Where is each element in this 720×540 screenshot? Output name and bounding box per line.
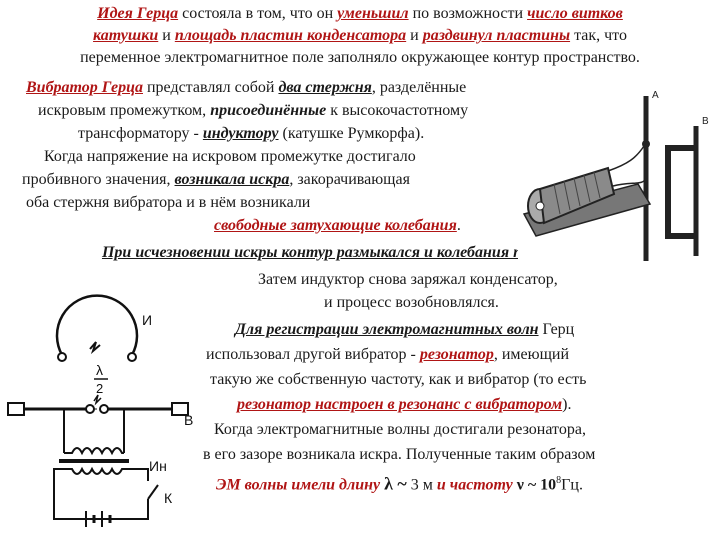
label-lambda: λ (96, 362, 103, 378)
vibrator-spark: возникала искра (174, 171, 290, 188)
vibrator-text: . (456, 217, 461, 234)
length-value: 3 м (406, 476, 437, 494)
core (59, 459, 129, 463)
resonator-line-5: Когда электромагнитные волны достигали р… (214, 421, 586, 438)
vibrator-text: , разделённые (371, 79, 467, 96)
lambda-approx: λ ~ (384, 473, 407, 494)
vibrator-line-2: искровым промежутком, присоединённые к в… (38, 101, 468, 121)
vibrator-line-1: Вибратор Герца представлял собой два сте… (26, 78, 466, 98)
resonator-line-4: резонатор настроен в резонанс с вибратор… (237, 395, 571, 415)
vibrator-text: (катушке Румкорфа). (278, 125, 425, 142)
em-freq-text: и частоту (436, 476, 513, 494)
photo-label-a: А (652, 90, 659, 101)
label-in: Ин (149, 458, 167, 474)
vibrator-text: искровым промежутком, (38, 102, 211, 119)
em-length-text: волны имели длину (240, 476, 385, 494)
resonator-text: , имеющий (493, 346, 570, 363)
break-line: При исчезновении искры контур размыкался… (0, 243, 720, 263)
vibrator-line-7: свободные затухающие колебания. (214, 216, 461, 236)
resonator-line-6: в его зазоре возникала искра. Полученные… (203, 446, 596, 463)
intro-line-2: катушки и площадь пластин конденсатора и… (0, 26, 720, 46)
intro-text: по возможности (408, 5, 528, 22)
freq-unit: Гц. (561, 476, 583, 494)
nu-approx: ν ~ 10 (512, 476, 557, 494)
vibrator-line-3: трансформатору - индуктору (катушке Румк… (78, 124, 424, 144)
intro-text: так, что (570, 27, 627, 44)
resonator-line-7: ЭМ волны имели длину λ ~ 3 м и частоту ν… (216, 471, 583, 495)
resonator-word: резонатор (419, 346, 494, 363)
intro-line-1: Идея Герца состояла в том, что он уменьш… (0, 4, 720, 24)
intro-plates-apart: раздвинул пластины (422, 27, 571, 44)
intro-hertz-idea: Идея Герца (97, 5, 179, 22)
resonator-line-1: Для регистрации электромагнитных волн Ге… (235, 320, 574, 340)
intro-turns: число витков (527, 5, 623, 22)
vibrator-attached: присоединённые (210, 102, 327, 119)
resonator-register: Для регистрации электромагнитных волн (235, 321, 539, 338)
resonator-line-2: использовал другой вибратор - резонатор,… (206, 345, 569, 365)
cont-line-1: Затем индуктор снова заряжал конденсатор… (258, 271, 558, 288)
resonator-text: использовал другой вибратор - (206, 346, 420, 363)
cont-line-2: и процесс возобновлялся. (324, 294, 499, 311)
vibrator-title: Вибратор Герца (26, 79, 143, 96)
intro-line-3: переменное электромагнитное поле заполня… (80, 49, 640, 66)
intro-coil: катушки (93, 27, 159, 44)
vibrator-line-6: оба стержня вибратора и в нём возникали (26, 194, 311, 211)
vibrator-line-4: Когда напряжение на искровом промежутке … (44, 148, 416, 165)
spark-icon (89, 341, 101, 355)
resonator-text: Герц (538, 321, 575, 338)
label-two: 2 (96, 381, 103, 396)
resonator-tuned: резонатор настроен в резонанс с вибратор… (237, 396, 563, 413)
vibrator-line-5: пробивного значения, возникала искра, за… (22, 170, 410, 190)
resonator-text: ). (562, 396, 572, 413)
vibrator-text: пробивного значения, (22, 171, 175, 188)
vibrator-text: представлял собой (142, 79, 279, 96)
vibrator-text: к высокочастотному (326, 102, 469, 119)
resonator-line-3: такую же собственную частоту, как и вибр… (210, 371, 587, 388)
intro-text: и (406, 27, 423, 44)
intro-reduced: уменьшил (337, 5, 409, 22)
vibrator-text: трансформатору - (78, 125, 203, 142)
resonator-ring (55, 294, 139, 356)
coil-body (538, 166, 616, 225)
key-switch (147, 484, 159, 500)
break-text: При исчезновении искры контур размыкался… (101, 244, 619, 261)
label-k: К (164, 490, 173, 506)
em-abbrev: ЭМ (216, 476, 241, 494)
hertz-apparatus-photo: А В (518, 86, 713, 266)
photo-label-b: В (702, 116, 709, 127)
intro-text: и (158, 27, 175, 44)
secondary-coil (64, 447, 124, 456)
vibrator-inductor: индуктору (202, 125, 279, 142)
intro-text: состояла в том, что он (178, 5, 338, 22)
freq-exponent: 8 (556, 475, 562, 486)
vibrator-two-rods: два стержня (278, 79, 372, 96)
primary-coil (64, 466, 124, 475)
hertz-circuit-diagram: И λ 2 В Ин К (7, 294, 193, 527)
label-i: И (142, 312, 152, 328)
intro-plates-area: площадь пластин конденсатора (174, 27, 407, 44)
label-b: В (184, 412, 193, 428)
vibrator-damped: свободные затухающие колебания (214, 217, 457, 234)
vibrator-text: , закорачивающая (289, 171, 410, 188)
c-conductor (665, 145, 696, 239)
plate-left (7, 402, 25, 416)
